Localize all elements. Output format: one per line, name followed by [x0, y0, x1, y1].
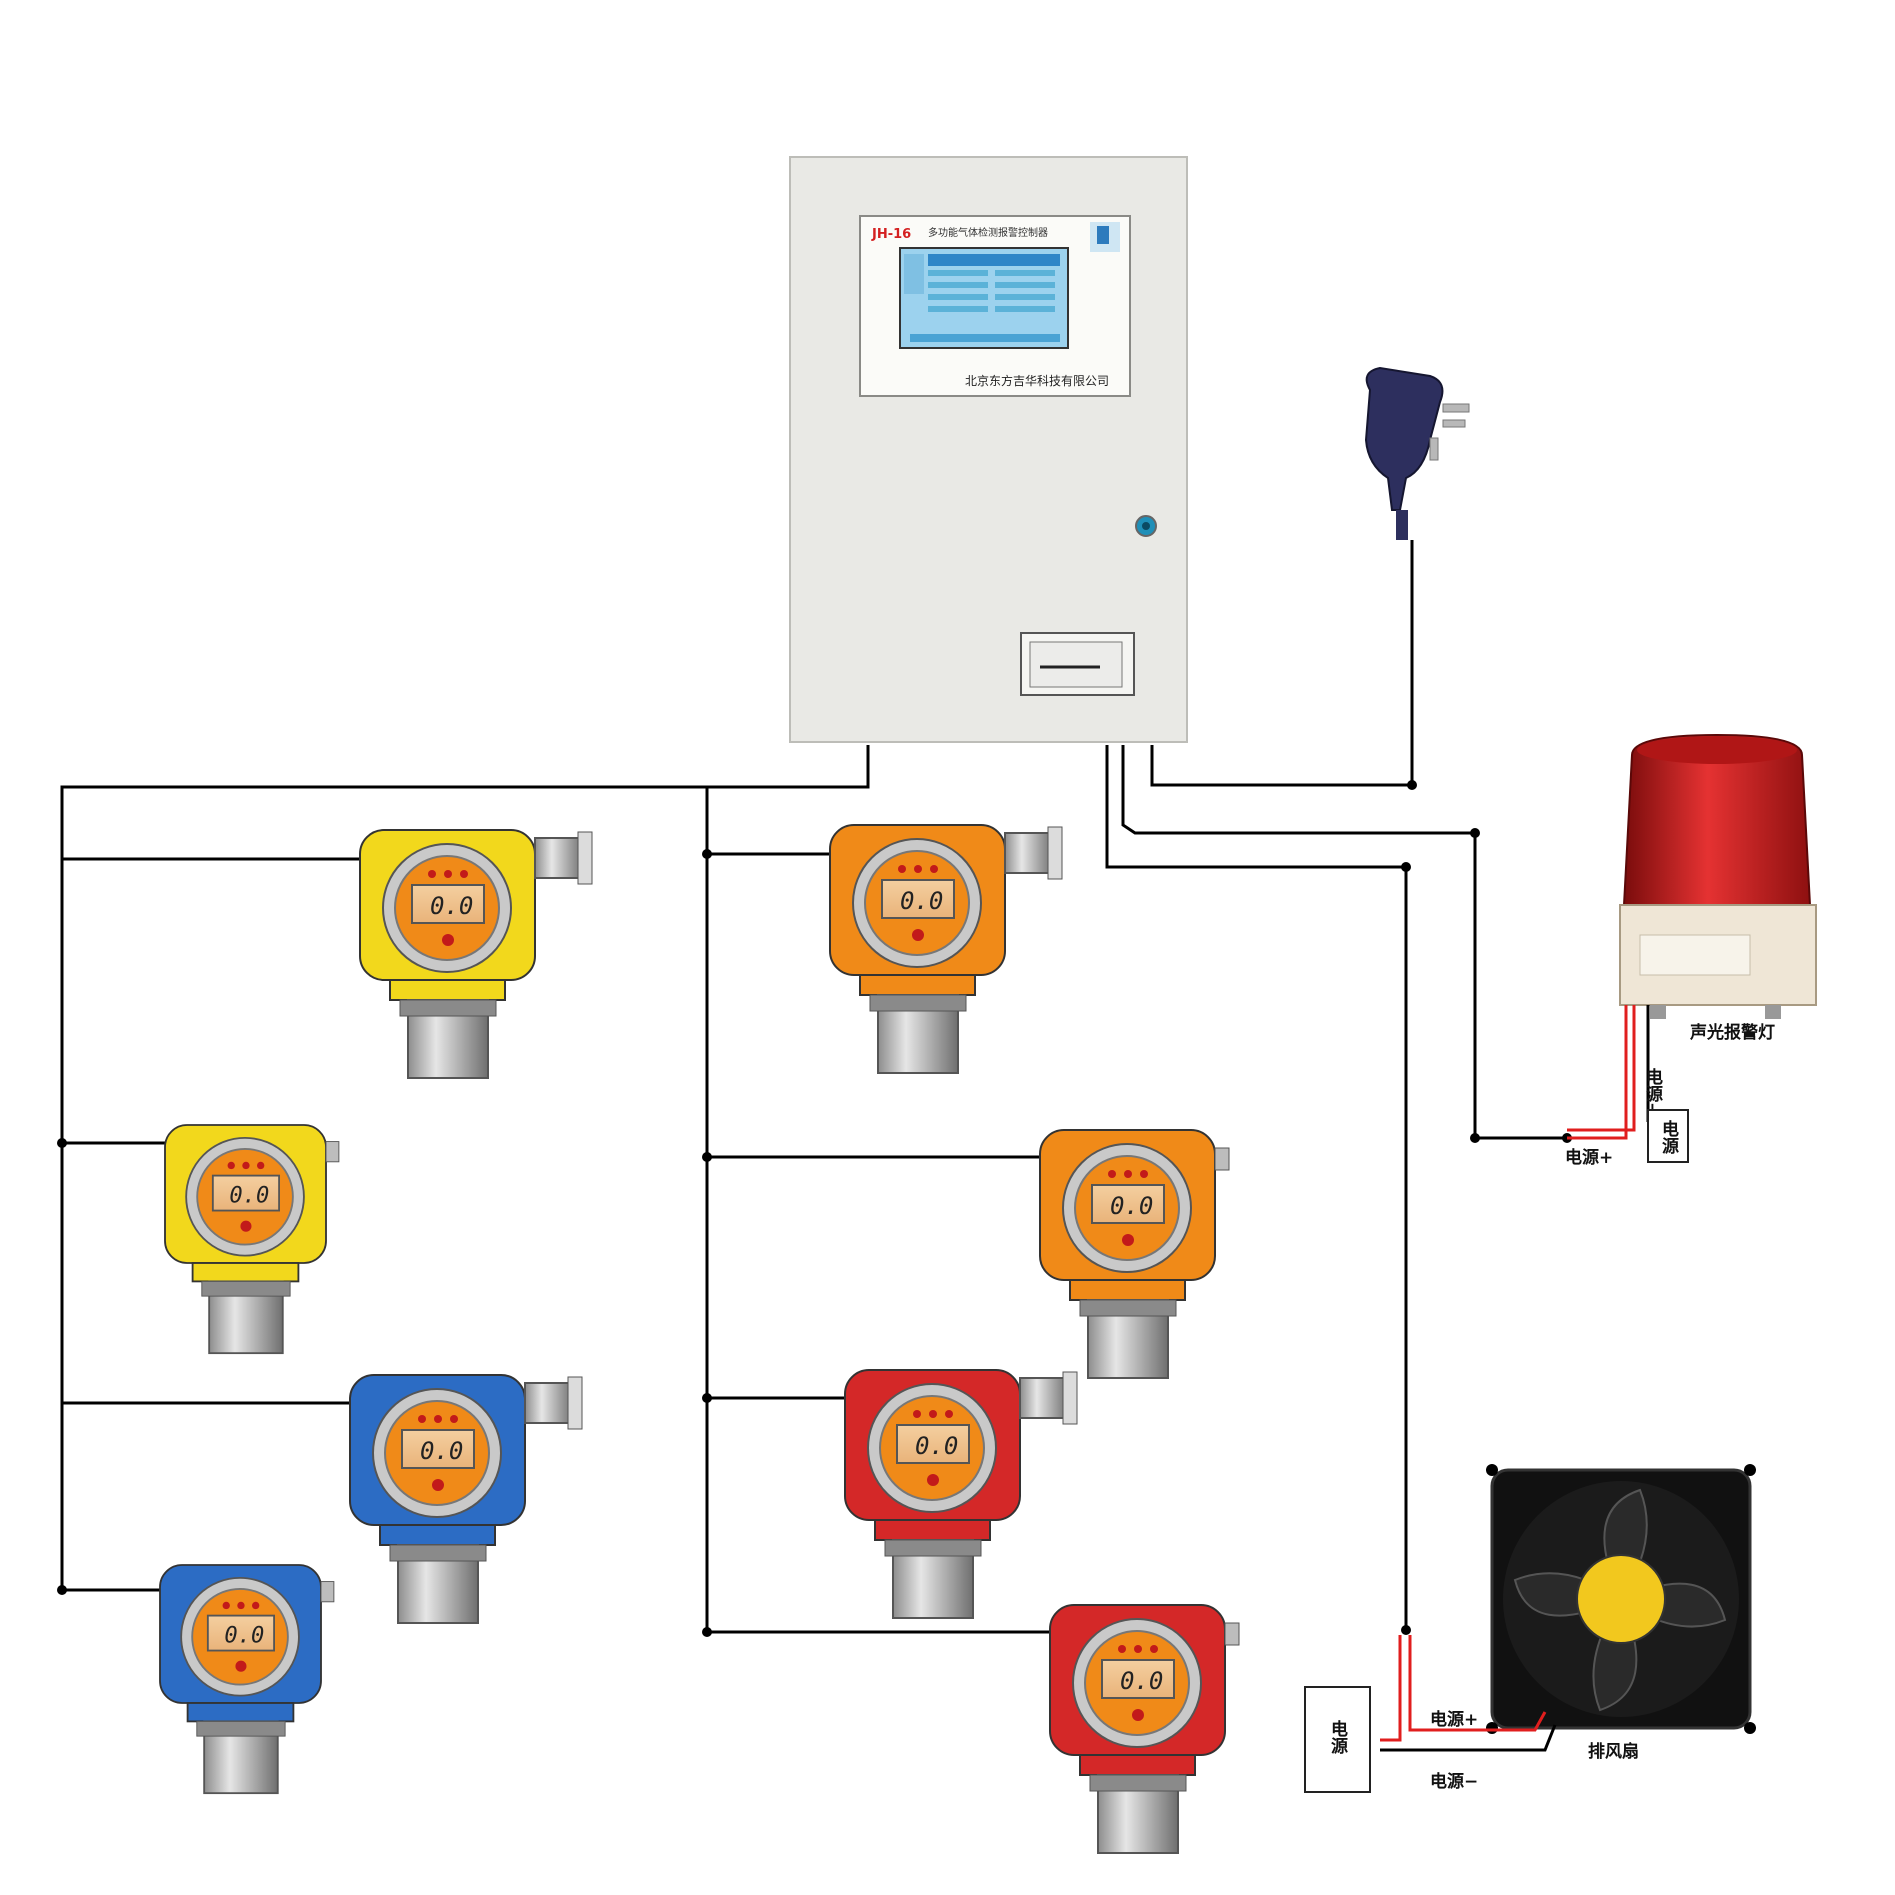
controller-panel: JH-16 多功能气体检测报警控制器 北京东方吉华科技有限公司: [789, 156, 1188, 743]
fan-wire: [1105, 745, 1408, 1630]
gas-detector: 0.0: [1039, 1129, 1230, 1379]
fan-power-minus-label: 电源−: [1430, 1771, 1478, 1792]
alarm-wire: [1121, 745, 1567, 1140]
alarm-light: 声光报警灯 电源+ 电源− 电源: [1565, 733, 1817, 1168]
alarm-light-leads: [1567, 1005, 1650, 1140]
gas-detector: 0.0: [359, 829, 593, 1079]
gas-detector: 0.0: [829, 824, 1063, 1074]
alarm-power-minus-label: 电源−: [1642, 1067, 1663, 1116]
controller-company: 北京东方吉华科技有限公司: [965, 373, 1109, 388]
controller-title: 多功能气体检测报警控制器: [928, 226, 1048, 239]
fan-power-box: 电源: [1304, 1686, 1371, 1793]
exhaust-fan: 排风扇 电源+ 电源− 电源: [1304, 1464, 1756, 1793]
detector-reading: 0.0: [900, 887, 943, 915]
company-logo-icon: [1090, 222, 1120, 252]
alarm-power-box-label: 电源: [1658, 1119, 1679, 1155]
alarm-power-box: 电源: [1647, 1109, 1689, 1163]
fan-power-plus-label: 电源+: [1430, 1709, 1478, 1730]
detector-reading: 0.0: [224, 1623, 264, 1648]
fan-label: 排风扇: [1588, 1741, 1639, 1762]
power-plug-icon: [1364, 366, 1470, 540]
gas-detector: 0.0: [159, 1564, 335, 1795]
wiring: [57, 540, 1572, 1637]
alarm-light-label: 声光报警灯: [1689, 1022, 1775, 1043]
gas-detector: 0.0: [1049, 1604, 1240, 1854]
bus-wire-left: [60, 745, 870, 1590]
key-lock-icon[interactable]: [1135, 515, 1157, 537]
touch-screen[interactable]: [899, 247, 1069, 349]
detector-reading: 0.0: [915, 1432, 958, 1460]
detector-group: 0.0 0.0 0.0 0.0 0.0 0.0 0.0 0.0: [159, 824, 1240, 1854]
printer-slot[interactable]: [1020, 632, 1135, 696]
alarm-light-icon: [1619, 733, 1817, 1019]
detector-reading: 0.0: [420, 1437, 463, 1465]
detector-reading: 0.0: [229, 1183, 269, 1208]
fan-power-box-label: 电源: [1327, 1719, 1348, 1755]
detector-reading: 0.0: [430, 892, 473, 920]
fan-leads: [1380, 1635, 1557, 1752]
gas-detector: 0.0: [349, 1374, 583, 1624]
plug-wire: [1150, 540, 1414, 787]
detector-reading: 0.0: [1120, 1667, 1163, 1695]
detector-reading: 0.0: [1110, 1192, 1153, 1220]
alarm-power-plus-label: 电源+: [1565, 1147, 1613, 1168]
controller-model: JH-16: [871, 227, 911, 242]
gas-detector: 0.0: [844, 1369, 1078, 1619]
fan-icon: [1486, 1464, 1756, 1734]
gas-detector: 0.0: [164, 1124, 340, 1355]
junction-nodes: [57, 780, 1572, 1637]
